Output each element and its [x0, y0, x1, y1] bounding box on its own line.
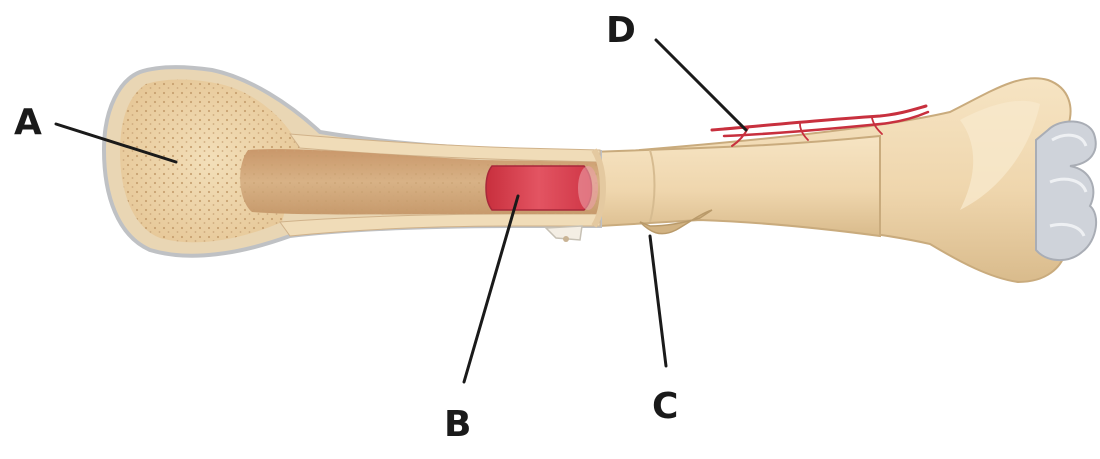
label-c: C [652, 386, 678, 427]
leader-line-d [656, 40, 746, 130]
red-marrow [486, 166, 592, 210]
articular-cartilage [1036, 121, 1096, 260]
label-d: D [606, 10, 636, 51]
label-b: B [444, 404, 471, 445]
diaphysis-outer [590, 136, 880, 236]
leader-line-c [650, 236, 666, 366]
label-a: A [14, 102, 42, 143]
